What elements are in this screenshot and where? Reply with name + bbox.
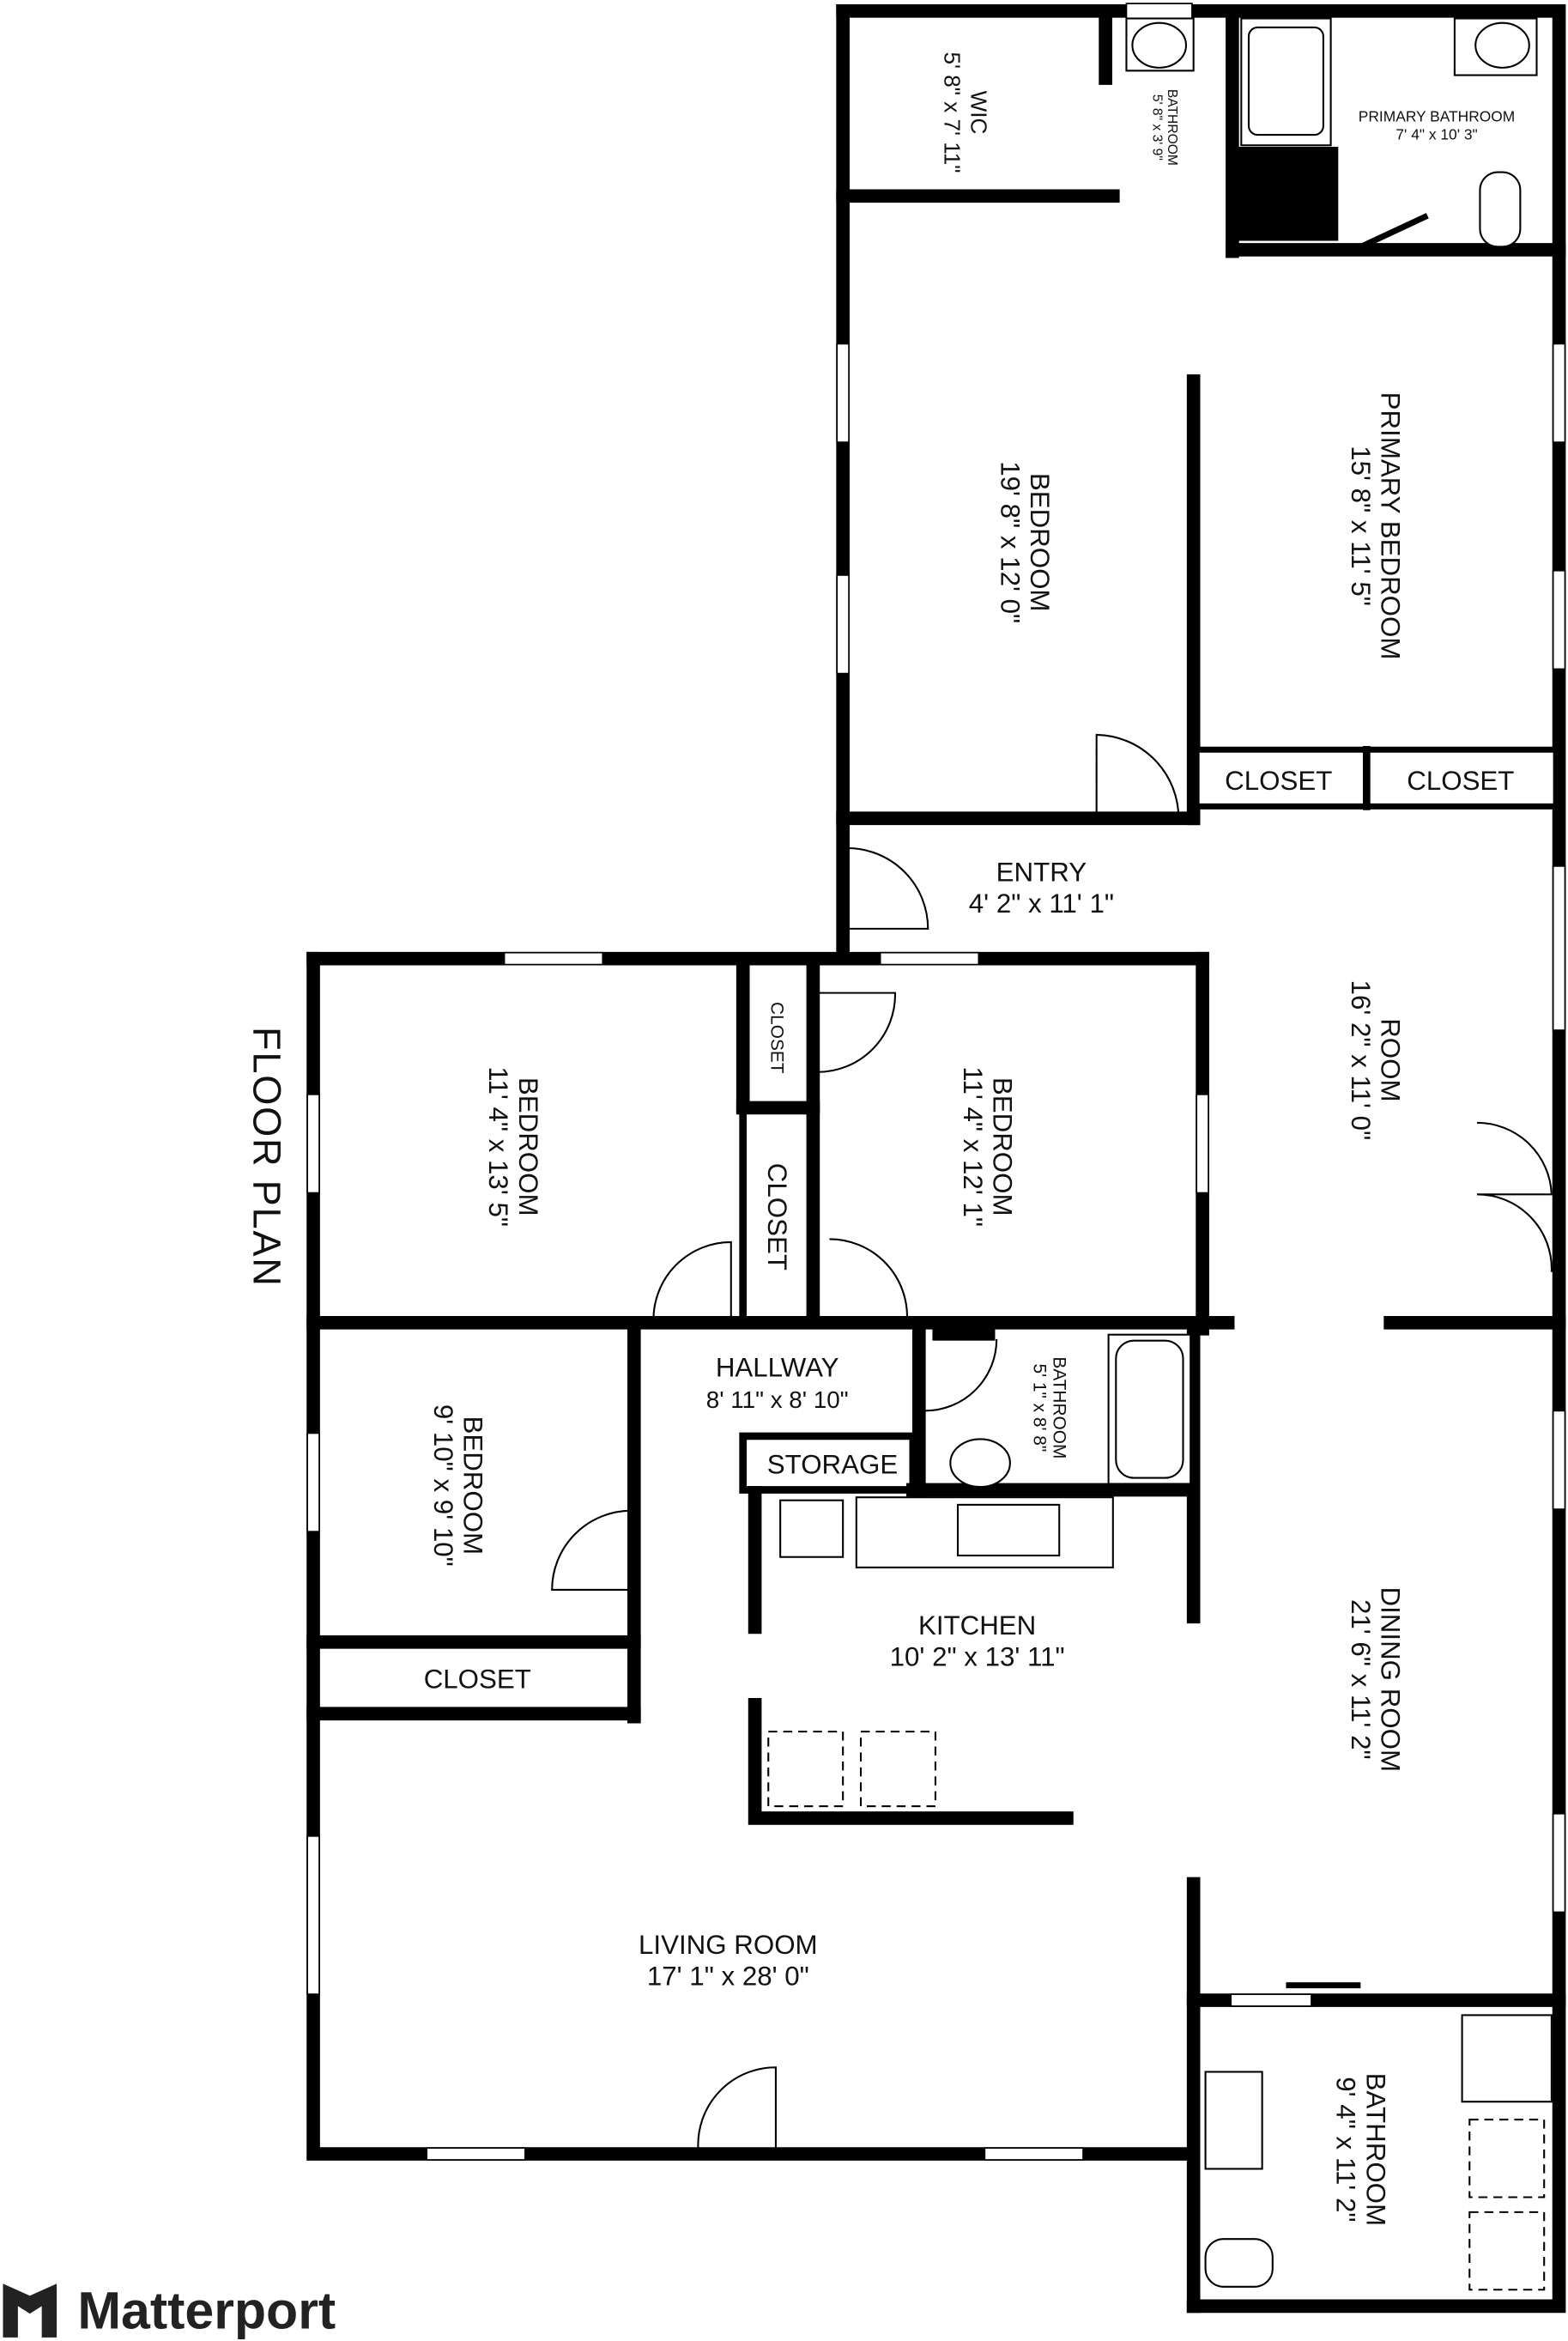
room-living: LIVING ROOM 17' 1" x 28' 0" bbox=[639, 1930, 818, 1992]
room-dims: 21' 6" x 11' 2" bbox=[1346, 1599, 1376, 1760]
room-name: HALLWAY bbox=[716, 1352, 839, 1382]
room-dining: DINING ROOM 21' 6" x 11' 2" bbox=[1346, 1587, 1406, 1772]
closet-label: CLOSET bbox=[762, 1163, 792, 1271]
room-bedroom-2: BEDROOM 11' 4" x 13' 5" bbox=[483, 1066, 543, 1227]
walls bbox=[306, 3, 1566, 2314]
room-dims: 7' 4" x 10' 3" bbox=[1395, 125, 1477, 143]
room-dims: 10' 2" x 13' 11" bbox=[890, 1642, 1065, 1672]
room-dims: 9' 4" x 11' 2" bbox=[1331, 2077, 1361, 2222]
room-name: ROOM bbox=[1376, 1018, 1406, 1101]
room-name: BEDROOM bbox=[513, 1077, 543, 1216]
room-bedroom-1: BEDROOM 19' 8" x 12' 0" bbox=[995, 461, 1055, 623]
room-room: ROOM 16' 2" x 11' 0" bbox=[1346, 980, 1406, 1141]
room-bathroom-rear: BATHROOM 9' 4" x 11' 2" bbox=[1331, 2073, 1391, 2226]
room-name: BEDROOM bbox=[988, 1077, 1018, 1216]
room-dims: 15' 8" x 11' 5" bbox=[1346, 446, 1376, 606]
room-dims: 17' 1" x 28' 0" bbox=[647, 1962, 809, 1992]
closet-label: CLOSET bbox=[1225, 766, 1332, 796]
room-dims: 5' 1" x 8' 8" bbox=[1030, 1363, 1050, 1452]
closet-label: CLOSET bbox=[424, 1665, 531, 1695]
room-dims: 19' 8" x 12' 0" bbox=[995, 461, 1025, 623]
room-name: LIVING ROOM bbox=[639, 1930, 818, 1960]
room-dims: 9' 10" x 9' 10" bbox=[428, 1404, 458, 1567]
room-name: PRIMARY BEDROOM bbox=[1376, 392, 1406, 660]
room-name: BEDROOM bbox=[458, 1416, 488, 1555]
room-bathroom-small: BATHROOM 5' 8" x 3' 9" bbox=[1150, 89, 1179, 166]
matterport-logo: Matterport bbox=[3, 2281, 336, 2339]
closet-label: CLOSET bbox=[767, 1002, 787, 1074]
room-name: DINING ROOM bbox=[1376, 1587, 1406, 1772]
windows bbox=[306, 3, 1566, 2161]
fixtures bbox=[767, 17, 1553, 2291]
matterport-logo-icon bbox=[3, 2283, 58, 2338]
room-name: BATHROOM bbox=[1165, 89, 1179, 166]
room-dims: 4' 2" x 11' 1" bbox=[969, 888, 1114, 919]
room-hallway: HALLWAY 8' 11" x 8' 10" bbox=[706, 1352, 849, 1413]
room-labels: WIC 5' 8" x 7' 11" BATHROOM 5' 8" x 3' 9… bbox=[424, 52, 1516, 2227]
room-name: BATHROOM bbox=[1360, 2073, 1390, 2226]
room-entry: ENTRY 4' 2" x 11' 1" bbox=[969, 857, 1114, 919]
closet-label: CLOSET bbox=[1407, 766, 1514, 796]
room-primary-bedroom: PRIMARY BEDROOM 15' 8" x 11' 5" bbox=[1346, 392, 1406, 660]
room-name: BATHROOM bbox=[1049, 1356, 1069, 1459]
room-name: WIC bbox=[966, 91, 992, 135]
room-bedroom-4: BEDROOM 9' 10" x 9' 10" bbox=[428, 1404, 488, 1567]
room-name: ENTRY bbox=[996, 857, 1087, 887]
room-bedroom-3: BEDROOM 11' 4" x 12' 1" bbox=[958, 1066, 1018, 1227]
room-wic: WIC 5' 8" x 7' 11" bbox=[939, 52, 991, 173]
matterport-wordmark: Matterport bbox=[77, 2281, 336, 2339]
room-dims: 8' 11" x 8' 10" bbox=[706, 1386, 849, 1413]
room-name: BEDROOM bbox=[1025, 473, 1055, 612]
room-dims: 16' 2" x 11' 0" bbox=[1346, 980, 1376, 1141]
room-kitchen: KITCHEN 10' 2" x 13' 11" bbox=[890, 1610, 1065, 1672]
floor-plan-title: FLOOR PLAN bbox=[245, 1027, 289, 1288]
doors bbox=[551, 213, 1553, 2150]
room-dims: 11' 4" x 12' 1" bbox=[958, 1066, 988, 1227]
room-dims: 5' 8" x 7' 11" bbox=[939, 52, 965, 173]
room-name: PRIMARY BATHROOM bbox=[1359, 107, 1515, 124]
storage-label: STORAGE bbox=[767, 1449, 898, 1479]
room-name: KITCHEN bbox=[918, 1610, 1036, 1641]
room-dims: 11' 4" x 13' 5" bbox=[483, 1066, 513, 1227]
room-dims: 5' 8" x 3' 9" bbox=[1150, 94, 1165, 161]
room-primary-bathroom: PRIMARY BATHROOM 7' 4" x 10' 3" bbox=[1359, 107, 1515, 143]
room-bathroom-hall: BATHROOM 5' 1" x 8' 8" bbox=[1030, 1356, 1069, 1459]
